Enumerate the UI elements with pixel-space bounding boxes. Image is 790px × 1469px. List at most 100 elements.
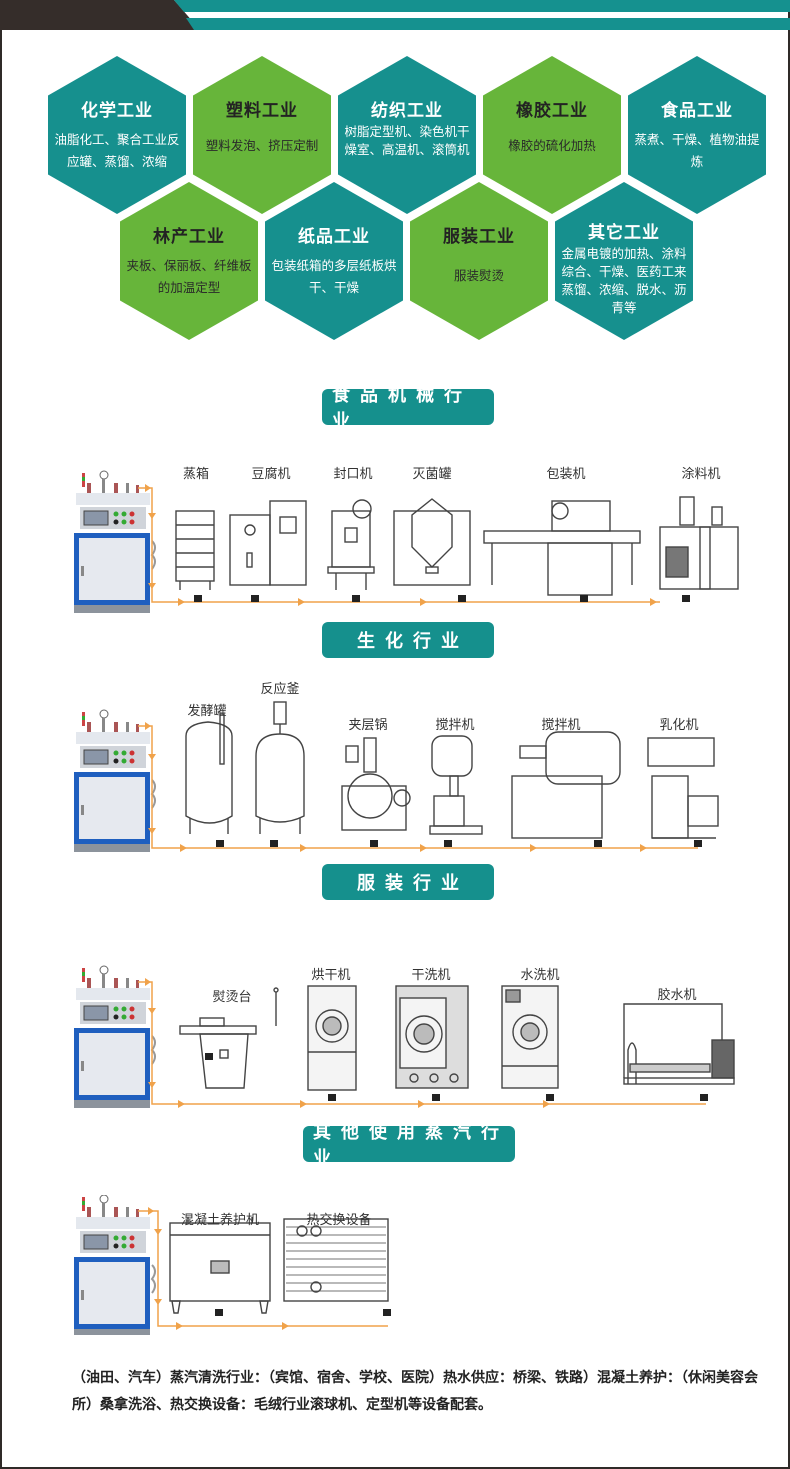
flow-arrow <box>154 1299 162 1305</box>
header-teal-stripe <box>174 0 790 12</box>
machine-label: 夹层锅 <box>348 718 388 733</box>
industry-title: 服装工业 <box>443 227 515 247</box>
steam-boiler <box>73 470 156 614</box>
dry-cleaning-machine <box>395 985 469 1089</box>
sealing-machine <box>327 499 375 590</box>
industry-desc: 树脂定型机、染色机干燥室、高温机、滚筒机 <box>344 124 470 157</box>
process-diagram <box>73 701 719 853</box>
flow-arrow <box>180 844 187 852</box>
valve-icon <box>594 840 602 847</box>
valve-icon <box>546 1094 554 1101</box>
machine-label: 水洗机 <box>520 968 560 983</box>
mixer-machine <box>429 735 483 835</box>
flow-arrow <box>145 722 151 730</box>
machine-label: 搅拌机 <box>435 718 475 733</box>
steam-pipe <box>138 1210 388 1327</box>
flow-arrow <box>148 513 156 519</box>
valve-icon <box>270 840 278 847</box>
machine-label: 包装机 <box>546 467 586 482</box>
machine-label: 搅拌机 <box>541 718 581 733</box>
heat-exchanger-fins <box>286 1226 386 1292</box>
machine-label: 乳化机 <box>659 718 699 733</box>
flow-arrow <box>148 1082 156 1088</box>
valve-icon <box>383 1309 391 1316</box>
ironing-table <box>179 987 279 1089</box>
industry-desc: 塑料发泡、挤压定制 <box>205 138 319 153</box>
section-banner-food-machinery: 食品机械行业 <box>322 385 494 432</box>
fermenter-tank <box>185 713 233 834</box>
flow-arrow <box>145 978 151 986</box>
valve-icon <box>370 840 378 847</box>
industry-desc: 金属电镀的加热、涂料综合、干燥、医药工来蒸馏、浓缩、脱水、沥青等 <box>561 246 687 315</box>
coating-machine <box>659 496 739 590</box>
machine-label: 烘干机 <box>311 968 351 983</box>
industry-desc: 油脂化工、聚合工业反应罐、蒸馏、浓缩 <box>54 132 180 169</box>
flow-arrow <box>650 598 657 606</box>
process-diagram <box>73 470 739 614</box>
diagram-other-steam: 混凝土养护机 热交换设备 <box>0 1195 790 1335</box>
flow-arrow <box>148 583 156 589</box>
flow-arrow <box>300 844 307 852</box>
valve-icon <box>251 595 259 602</box>
valve-icon <box>580 595 588 602</box>
flow-arrow <box>543 1100 550 1108</box>
process-diagram <box>73 965 735 1109</box>
valve-icon <box>458 595 466 602</box>
flow-arrow <box>148 754 156 760</box>
flow-arrow <box>145 484 151 492</box>
machine-label: 热交换设备 <box>306 1213 372 1228</box>
industry-title: 林产工业 <box>153 227 225 247</box>
machine-label: 豆腐机 <box>251 467 291 482</box>
valve-icon <box>328 1094 336 1101</box>
machine-label: 熨烫台 <box>212 990 252 1005</box>
flow-arrow <box>420 598 427 606</box>
flow-arrow <box>640 844 647 852</box>
washing-machine <box>501 985 559 1089</box>
flow-arrow <box>530 844 537 852</box>
section-banner-biochem: 生化行业 <box>322 622 494 658</box>
section-banner-garment: 服装行业 <box>322 864 494 900</box>
steam-pipe <box>138 725 698 849</box>
industry-title: 化学工业 <box>81 101 153 121</box>
jacketed-kettle <box>341 737 411 831</box>
machine-label: 干洗机 <box>411 968 451 983</box>
diagram-garment: 熨烫台 烘干机 干洗机 水洗机 胶水机 <box>0 958 790 1113</box>
flow-arrow <box>300 1100 307 1108</box>
steamer-machine <box>175 510 215 590</box>
valve-icon <box>352 595 360 602</box>
valve-icon <box>682 595 690 602</box>
machine-label: 发酵罐 <box>187 704 227 719</box>
header-teal-stripe <box>186 18 790 30</box>
machine-label: 蒸箱 <box>182 467 210 482</box>
flow-arrow <box>176 1322 183 1330</box>
valve-icon <box>205 1053 213 1060</box>
valve-icon <box>194 595 202 602</box>
valve-icon <box>694 840 702 847</box>
industry-desc: 夹板、保丽板、纤维板的加温定型 <box>126 258 252 295</box>
machine-label: 封口机 <box>333 467 373 482</box>
industry-desc: 服装熨烫 <box>453 268 504 283</box>
valve-icon <box>432 1094 440 1101</box>
machine-label: 涂料机 <box>681 467 721 482</box>
flow-arrow <box>154 1229 162 1235</box>
section-banner-other-steam: 其他使用蒸汽行业 <box>303 1122 515 1169</box>
industry-title: 其它工业 <box>588 223 660 243</box>
process-diagram <box>73 1195 391 1335</box>
flow-arrow <box>418 1100 425 1108</box>
heat-exchanger <box>283 1218 389 1302</box>
industry-title: 塑料工业 <box>226 101 298 121</box>
diagram-food-machinery: 蒸箱 豆腐机 封口机 灭菌罐 包装机 涂料机 <box>0 455 790 620</box>
sterilizer-tank <box>393 498 471 586</box>
flow-arrow <box>298 598 305 606</box>
machine-label: 胶水机 <box>657 988 697 1003</box>
emulsifier-machine <box>647 737 719 839</box>
valve-icon <box>700 1094 708 1101</box>
industry-title: 食品工业 <box>661 101 733 121</box>
steam-boiler <box>73 1195 156 1335</box>
flow-arrow <box>420 844 427 852</box>
flow-arrow <box>148 1207 154 1215</box>
flow-arrow <box>282 1322 289 1330</box>
industry-desc: 橡胶的硫化加热 <box>508 138 596 153</box>
tofu-machine <box>229 500 307 586</box>
mixer-machine-2 <box>511 731 621 839</box>
